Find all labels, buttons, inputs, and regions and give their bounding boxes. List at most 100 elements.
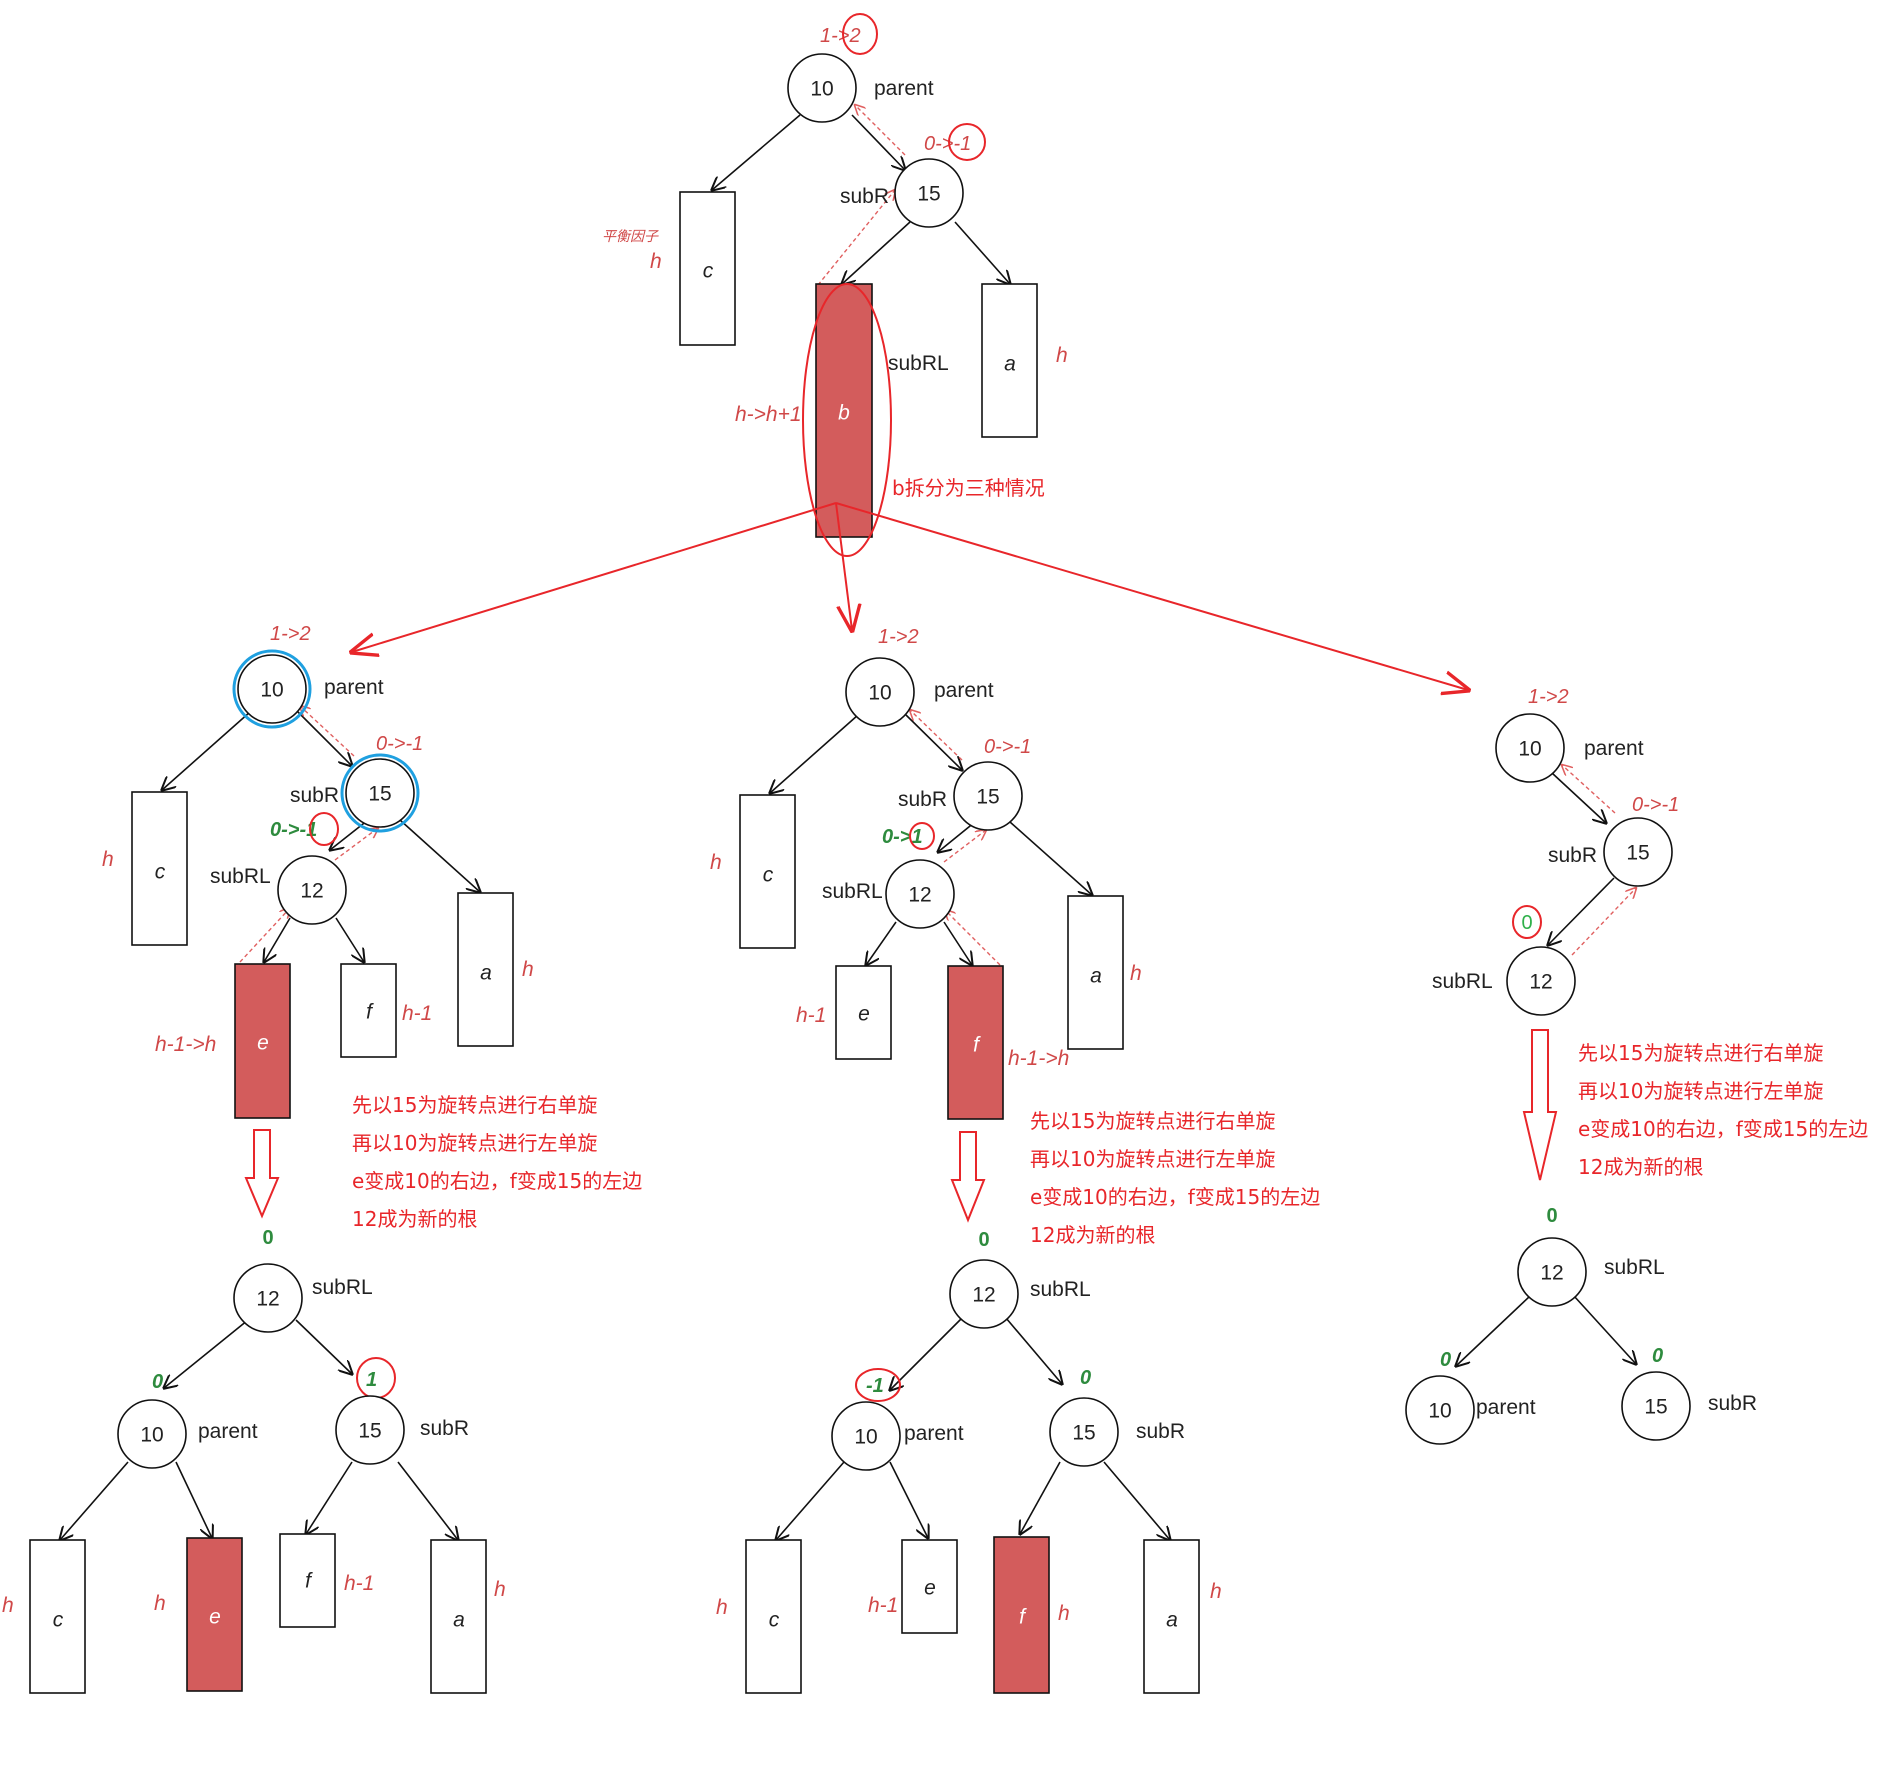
edge	[938, 821, 976, 852]
node-parent-value: 10	[1518, 738, 1541, 761]
box-c-label: c	[769, 1609, 780, 1632]
node-subR	[894, 158, 964, 228]
label-root: subRL	[312, 1276, 373, 1299]
bf-parent-highlight	[842, 13, 878, 55]
box-c	[739, 794, 796, 949]
note-line: 先以15为旋转点进行右单旋	[352, 1093, 597, 1117]
node-root-value: 12	[972, 1284, 995, 1307]
edge	[295, 1319, 352, 1374]
case2-before: 10 parent 1->2 15 subR 0->-1 12 subRL 0-…	[710, 626, 1320, 1247]
bf-parent: 1->2	[820, 25, 861, 47]
bf-subR: 0->-1	[1632, 794, 1679, 816]
bf-subRL-highlight	[1512, 905, 1542, 939]
edge	[306, 1461, 353, 1534]
node-subRL	[885, 859, 955, 929]
note-line: 再以10为旋转点进行左单旋	[1578, 1079, 1823, 1103]
node-right-value: 15	[1072, 1422, 1095, 1445]
bf-subR-highlight	[948, 123, 986, 161]
box-f-label: f	[1019, 1606, 1027, 1629]
box-c-label: c	[703, 260, 714, 283]
edge	[164, 1319, 249, 1388]
node-root	[949, 1259, 1019, 1329]
edge	[1009, 821, 1092, 895]
label-parent: parent	[874, 77, 934, 100]
dashed	[1562, 765, 1616, 814]
node-parent-value: 10	[810, 78, 833, 101]
node-right	[1049, 1397, 1119, 1467]
result-down-arrow	[950, 1131, 986, 1223]
box-a	[1067, 895, 1124, 1050]
dashed	[300, 706, 355, 757]
label-left: parent	[1476, 1396, 1536, 1419]
bf-right: 1	[366, 1369, 377, 1391]
dashed	[239, 908, 290, 963]
box-f	[993, 1536, 1050, 1694]
node-subR	[1603, 817, 1673, 887]
box-f-label: f	[366, 1001, 374, 1024]
node-parent	[845, 657, 915, 727]
label-right: subR	[1708, 1392, 1757, 1415]
height-f: h-1	[402, 1002, 432, 1025]
height-c: h	[710, 851, 722, 874]
case3-result: 0 12 subRL 0 10 parent 0 15 subR	[1405, 1205, 1757, 1445]
box-a-label: a	[1004, 353, 1016, 376]
label-subRL: subRL	[822, 880, 883, 903]
edge	[1005, 1317, 1062, 1384]
box-f	[279, 1533, 336, 1628]
node-right	[1621, 1371, 1691, 1441]
bf-left: 0	[1440, 1349, 1451, 1371]
split-arrow-case3	[835, 502, 1468, 690]
height-a: h	[1130, 962, 1142, 985]
edge	[399, 819, 480, 892]
edge	[905, 714, 962, 770]
node-subR-value: 15	[368, 783, 391, 806]
box-c	[679, 191, 736, 346]
box-e	[835, 965, 892, 1060]
note-line: 12成为新的根	[1030, 1223, 1155, 1247]
box-e-label: e	[257, 1032, 269, 1055]
edge	[397, 1461, 458, 1540]
bf-subRL: 0->-1	[270, 819, 317, 841]
bf-root: 0	[978, 1229, 989, 1251]
dashed	[1571, 888, 1636, 956]
edge	[1103, 1461, 1170, 1540]
rotation-point-highlight	[232, 649, 312, 729]
bf-right: 0	[1652, 1345, 1663, 1367]
edge-15-to-b	[842, 221, 911, 284]
box-a	[1143, 1539, 1200, 1694]
height-b: h->h+1	[735, 403, 802, 426]
node-right	[335, 1395, 405, 1465]
node-root-value: 12	[1540, 1262, 1563, 1285]
bf-subR: 0->-1	[924, 133, 971, 155]
label-subR: subR	[1548, 844, 1597, 867]
node-subRL	[277, 855, 347, 925]
node-subR	[345, 758, 415, 828]
height-c: h	[2, 1594, 14, 1617]
label-right: subR	[1136, 1420, 1185, 1443]
box-f-label: f	[305, 1570, 313, 1593]
bf-root: 0	[1546, 1205, 1557, 1227]
edge	[1573, 1295, 1636, 1364]
node-subR-value: 15	[1626, 842, 1649, 865]
box-a	[430, 1539, 487, 1694]
result-down-arrow	[244, 1129, 280, 1219]
node-root	[1517, 1237, 1587, 1307]
balance-factor-note: 平衡因子	[602, 229, 659, 245]
top-tree: 10 parent 1->2 15 subR 0->-1 c h 平衡因子 a …	[352, 13, 1468, 690]
height-a: h	[494, 1578, 506, 1601]
node-left	[831, 1401, 901, 1471]
box-e	[234, 963, 291, 1119]
edge	[776, 1461, 845, 1540]
box-f-label: f	[973, 1034, 981, 1057]
node-subRL-value: 12	[300, 880, 323, 903]
node-parent	[1495, 713, 1565, 783]
node-parent	[787, 53, 857, 123]
bf-parent: 1->2	[878, 626, 919, 648]
height-a: h	[1056, 344, 1068, 367]
label-subRL: subRL	[888, 352, 949, 375]
node-right-value: 15	[358, 1420, 381, 1443]
edge	[162, 711, 251, 790]
edge	[866, 921, 897, 965]
split-note: b拆分为三种情况	[892, 476, 1045, 500]
bf-left: 0	[152, 1371, 163, 1393]
